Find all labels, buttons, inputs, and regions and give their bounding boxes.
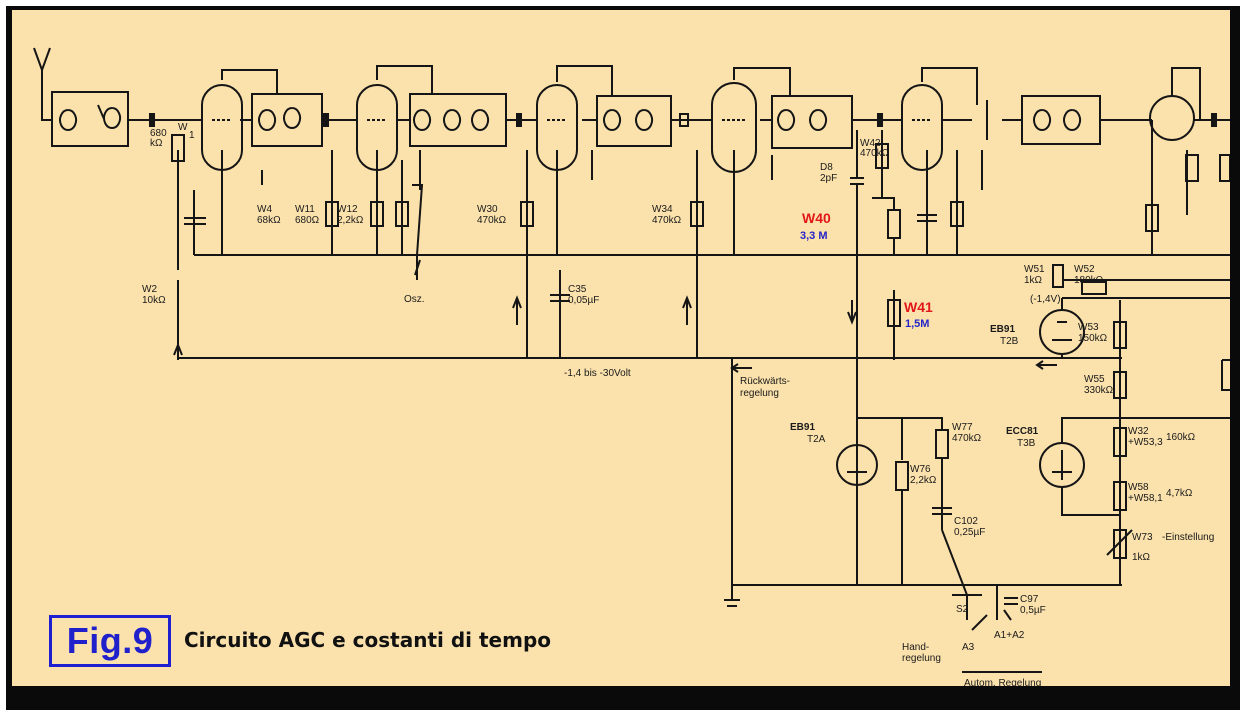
svg-text:C102: C102 [954,516,978,527]
svg-text:A1+A2: A1+A2 [994,630,1025,641]
svg-text:Osz.: Osz. [404,294,425,305]
svg-text:2,2kΩ: 2,2kΩ [910,475,937,486]
svg-text:68kΩ: 68kΩ [257,215,281,226]
svg-text:0,25µF: 0,25µF [954,527,985,538]
svg-text:W4: W4 [257,204,272,215]
svg-text:180kΩ: 180kΩ [1074,275,1104,286]
svg-text:470kΩ: 470kΩ [652,215,682,226]
svg-text:W58: W58 [1128,482,1149,493]
agc-block [836,264,1230,673]
svg-text:Rückwärts-: Rückwärts- [740,376,790,387]
antenna-symbol [33,47,52,121]
svg-text:A3: A3 [962,642,975,653]
schematic-sheet: 680 kΩ W 1 W4 68kΩ W11 680Ω W12 2,2kΩ W3… [12,10,1230,686]
agc-circuit-schematic: 680 kΩ W 1 W4 68kΩ W11 680Ω W12 2,2kΩ W3… [33,47,1230,686]
w40-label: W40 [802,210,831,226]
svg-text:+W58,1: +W58,1 [1128,493,1163,504]
svg-text:W34: W34 [652,204,673,215]
svg-text:kΩ: kΩ [150,138,163,149]
svg-text:Autom. Regelung: Autom. Regelung [964,678,1041,686]
svg-text:W77: W77 [952,422,973,433]
svg-text:W55: W55 [1084,374,1105,385]
tubes-top [201,65,1201,173]
svg-text:-Einstellung: -Einstellung [1162,532,1214,543]
svg-text:S2: S2 [956,604,969,615]
svg-text:-1,4 bis -30Volt: -1,4 bis -30Volt [564,368,631,379]
svg-text:+W53,3: +W53,3 [1128,437,1163,448]
svg-text:W12: W12 [337,204,358,215]
svg-text:T3B: T3B [1017,438,1036,449]
component-labels: 680 kΩ W 1 W4 68kΩ W11 680Ω W12 2,2kΩ W3… [142,122,1214,686]
svg-text:470kΩ: 470kΩ [477,215,507,226]
svg-text:W76: W76 [910,464,931,475]
svg-text:EB91: EB91 [790,422,815,433]
w41-label: W41 [904,299,933,315]
svg-text:W32: W32 [1128,426,1149,437]
svg-text:160kΩ: 160kΩ [1166,432,1196,443]
svg-text:W: W [178,122,188,133]
svg-text:W52: W52 [1074,264,1095,275]
svg-text:EB91: EB91 [990,324,1015,335]
svg-text:W73: W73 [1132,532,1153,543]
svg-text:4,7kΩ: 4,7kΩ [1166,488,1193,499]
figure-caption: Circuito AGC e costanti di tempo [184,628,552,652]
svg-text:Hand-: Hand- [902,642,929,653]
svg-text:W30: W30 [477,204,498,215]
svg-text:1kΩ: 1kΩ [1132,552,1151,563]
svg-text:C97: C97 [1020,594,1039,605]
svg-text:1: 1 [189,130,195,141]
svg-text:2pF: 2pF [820,173,837,184]
svg-text:W11: W11 [295,204,315,215]
svg-text:1kΩ: 1kΩ [1024,275,1043,286]
svg-text:2,2kΩ: 2,2kΩ [337,215,364,226]
svg-text:T2B: T2B [1000,336,1019,347]
vertical-connections [171,120,1230,585]
svg-text:regelung: regelung [740,388,779,399]
bus-lines [173,254,1230,607]
svg-text:W42: W42 [860,138,881,149]
svg-text:680: 680 [150,128,167,139]
svg-text:W51: W51 [1024,264,1045,275]
w41-value: 1,5M [905,318,929,330]
svg-text:C35: C35 [568,284,587,295]
svg-text:680Ω: 680Ω [295,215,320,226]
svg-text:D8: D8 [820,162,833,173]
svg-text:(-1,4V): (-1,4V) [1030,294,1061,305]
svg-text:10kΩ: 10kΩ [142,295,166,306]
signal-chain [51,91,1230,149]
figure-number: Fig.9 [66,620,154,661]
svg-text:470kΩ: 470kΩ [860,148,890,159]
svg-text:470kΩ: 470kΩ [952,433,982,444]
svg-text:ECC81: ECC81 [1006,426,1039,437]
svg-text:0,5µF: 0,5µF [1020,605,1046,616]
svg-text:330kΩ: 330kΩ [1084,385,1114,396]
figure-number-box: Fig.9 [49,615,171,667]
svg-text:regelung: regelung [902,653,941,664]
svg-text:150kΩ: 150kΩ [1078,333,1108,344]
w40-value: 3,3 M [800,230,828,242]
svg-text:0,05µF: 0,05µF [568,295,599,306]
svg-text:T2A: T2A [807,434,826,445]
svg-text:W53: W53 [1078,322,1099,333]
highlighted-values: W40 3,3 M W41 1,5M [800,210,933,330]
svg-text:W2: W2 [142,284,157,295]
